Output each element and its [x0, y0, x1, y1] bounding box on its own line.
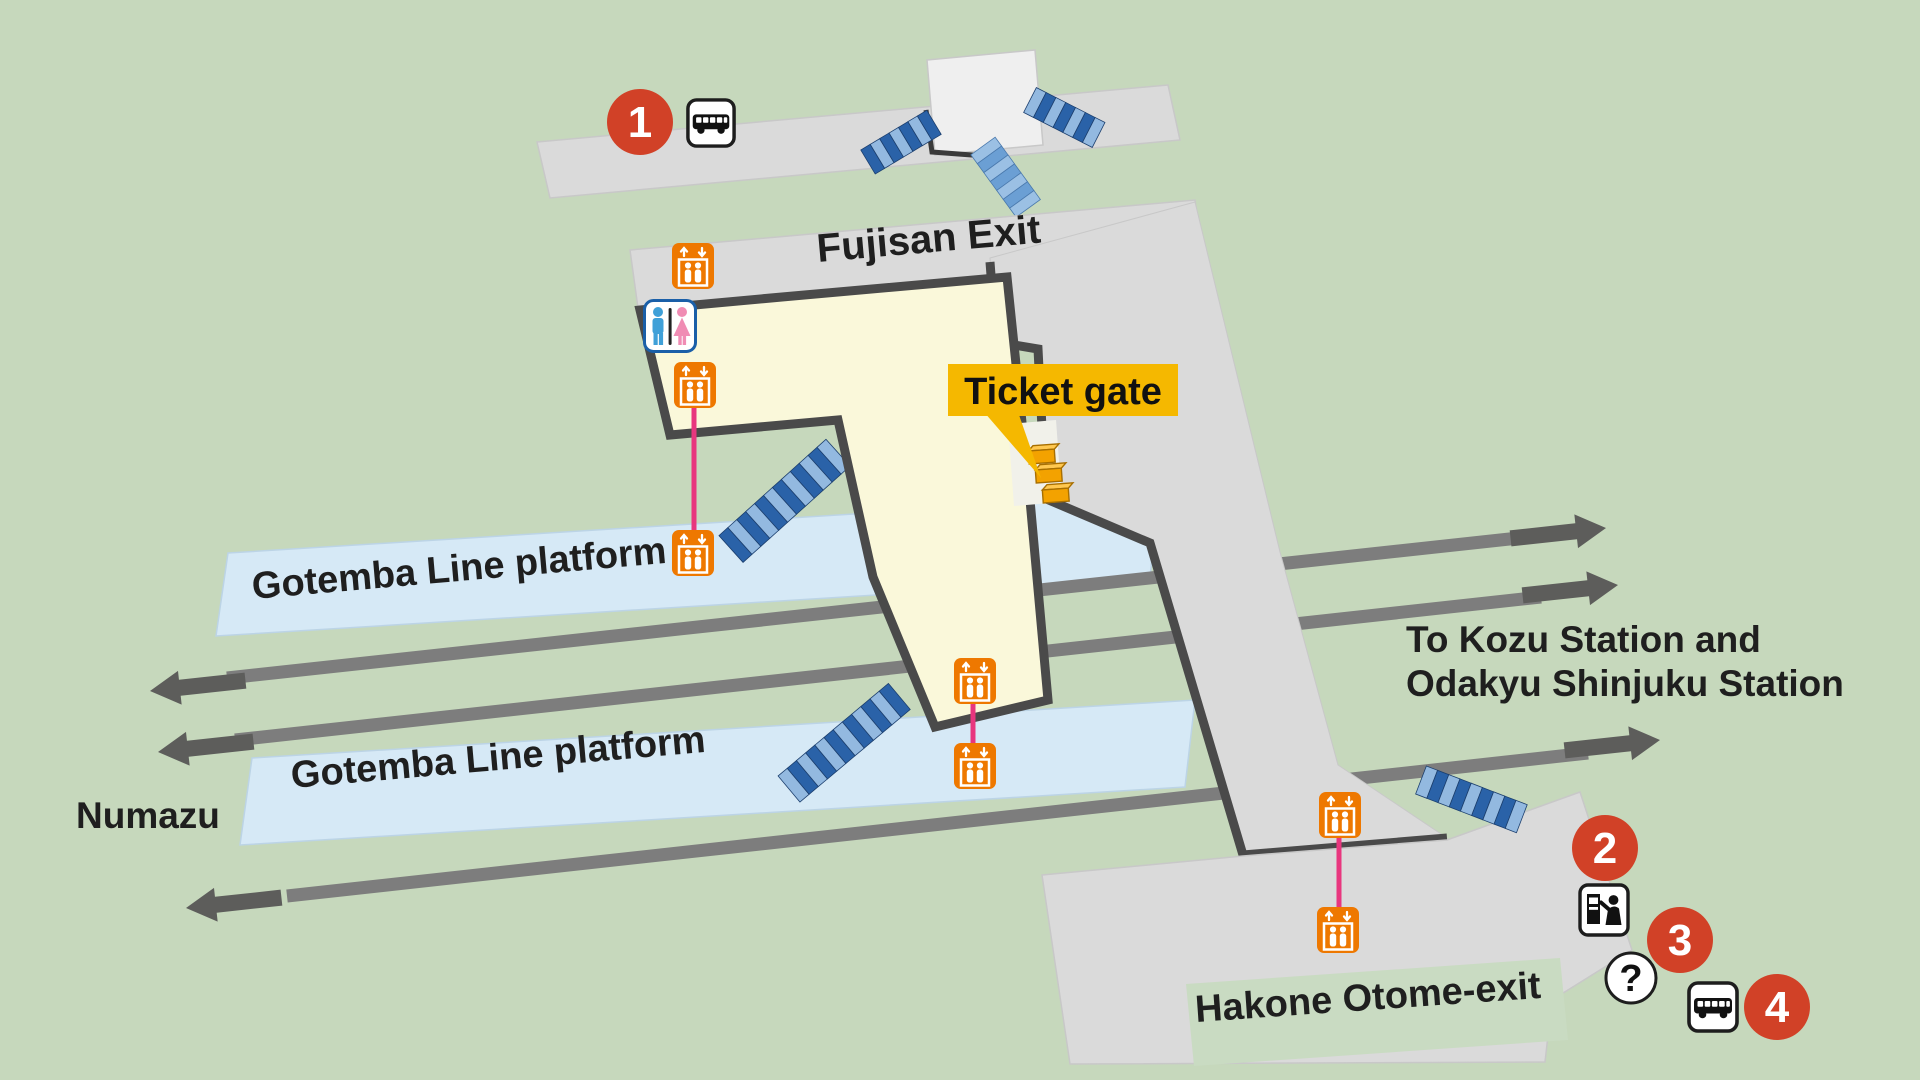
arrow-left-icon	[186, 887, 283, 922]
marker-1: 1	[607, 89, 673, 155]
track-direction-arrows	[150, 514, 1660, 922]
elevator-icon	[1316, 906, 1360, 954]
arrow-right-icon	[1509, 514, 1606, 549]
marker-3-number: 3	[1668, 916, 1692, 965]
hakone-exit-green-band	[1186, 958, 1568, 1066]
marker-3: 3	[1647, 907, 1713, 973]
stairs-platform-bottom-icon	[777, 682, 911, 803]
stairs-landing-down-icon	[970, 136, 1041, 218]
marker-4: 4	[1744, 974, 1810, 1040]
corridor-border-lower	[1042, 493, 1448, 860]
numazu-label: Numazu	[76, 795, 220, 836]
information-icon: ?	[1604, 951, 1658, 1005]
elevator-icon	[673, 361, 717, 409]
marker-2: 2	[1572, 815, 1638, 881]
stairs-hakone-icon	[1415, 765, 1528, 834]
elevator-icon	[953, 657, 997, 705]
elevator-icon	[671, 529, 715, 577]
callout-pointer	[984, 412, 1041, 478]
callout-box	[948, 364, 1178, 416]
arrow-left-icon	[150, 670, 247, 705]
bus-stop-icon	[1687, 981, 1739, 1033]
marker-2-number: 2	[1593, 824, 1617, 873]
to-kozu-label-line2: Odakyu Shinjuku Station	[1406, 663, 1844, 704]
stairs-upper-left-icon	[860, 109, 942, 175]
stairs-platform-top-icon	[718, 438, 851, 563]
railway-tracks	[226, 530, 1589, 903]
marker-4-number: 4	[1765, 983, 1790, 1032]
stairs-upper-right-icon	[1023, 86, 1106, 148]
elevator-icon	[953, 742, 997, 790]
elevator-icon	[1318, 791, 1362, 839]
bus-stop-icon	[686, 98, 736, 148]
marker-1-number: 1	[628, 98, 652, 147]
ticket-machine-icon	[1578, 883, 1630, 937]
concourse-area	[634, 272, 1053, 733]
information-glyph: ?	[1619, 958, 1642, 1000]
ticket-gate-callout: Ticket gate	[948, 364, 1178, 478]
restroom-icon	[643, 299, 697, 353]
stair-landing	[926, 49, 1044, 156]
to-kozu-label-line1: To Kozu Station and	[1406, 619, 1761, 660]
ticket-gate-icon	[1026, 443, 1075, 504]
elevator-icon	[671, 242, 715, 290]
arrow-left-icon	[158, 731, 255, 766]
arrow-right-icon	[1521, 571, 1618, 606]
arrow-right-icon	[1563, 726, 1660, 761]
ticket-gate-label: Ticket gate	[964, 371, 1162, 413]
